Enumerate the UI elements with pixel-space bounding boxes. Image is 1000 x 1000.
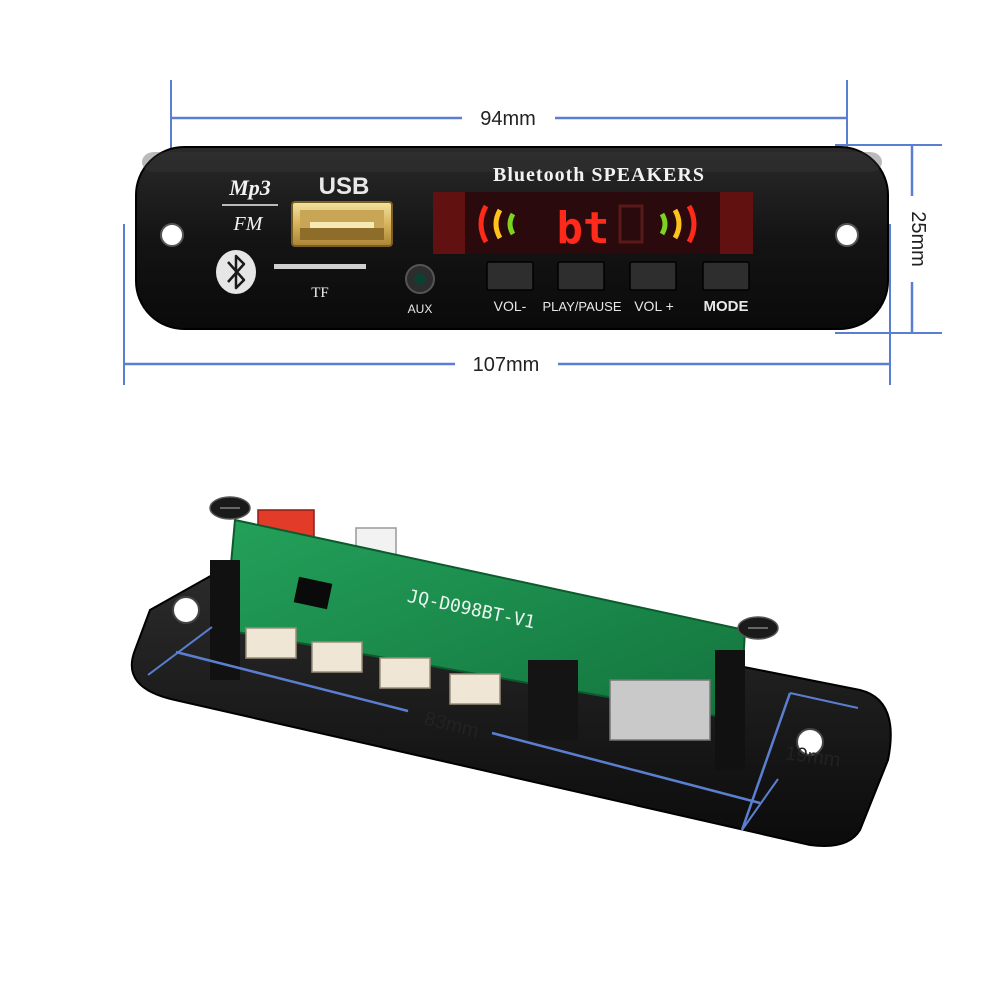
- signal-left-icon: [478, 204, 516, 244]
- screw-right: [737, 616, 779, 640]
- panel-title: Bluetooth SPEAKERS: [493, 164, 705, 186]
- signal-right-icon: [659, 204, 697, 244]
- base-hole-left: [172, 596, 200, 624]
- led-display: bt: [433, 192, 753, 254]
- pin-headers: [245, 627, 501, 705]
- aux-label: AUX: [408, 302, 433, 316]
- chip: [293, 576, 333, 610]
- play-pause-button[interactable]: [557, 261, 605, 291]
- dimension-107mm: 107mm: [123, 224, 891, 385]
- riser-left: [210, 560, 240, 680]
- dimension-94mm: 94mm: [170, 80, 848, 148]
- mp3-fm-logo: Mp3 FM: [222, 175, 278, 235]
- aux-jack: AUX: [405, 264, 435, 316]
- vol-down-label: VOL-: [494, 298, 527, 314]
- display-readout: bt: [557, 203, 610, 254]
- vol-up-label: VOL +: [634, 298, 674, 314]
- dimension-25mm: 25mm: [835, 144, 942, 334]
- screw-left: [209, 496, 251, 520]
- board-side-view: JQ-D098BT-V1 83mm 19mm: [130, 496, 892, 847]
- dimension-label-94: 94mm: [480, 108, 536, 130]
- riser-right: [715, 650, 745, 770]
- play-pause-label: PLAY/PAUSE: [543, 299, 622, 314]
- tf-card-slot: TF: [274, 264, 366, 301]
- mode-button[interactable]: [702, 261, 750, 291]
- dimension-label-107: 107mm: [473, 354, 540, 376]
- tf-slot-module: [609, 679, 711, 741]
- front-panel-view: 94mm 107mm 25mm Mp3 FM: [123, 80, 942, 385]
- panel-buttons: VOL- PLAY/PAUSE VOL + MODE: [486, 261, 750, 315]
- usb-port: [291, 201, 393, 247]
- usb-label: USB: [319, 173, 370, 200]
- mounting-hole-left: [160, 223, 184, 247]
- tf-label: TF: [311, 285, 329, 301]
- dimension-83mm: 83mm: [147, 626, 779, 831]
- base-hole-right: [796, 728, 824, 756]
- bluetooth-icon: [216, 250, 256, 294]
- vol-down-button[interactable]: [486, 261, 534, 291]
- svg-text:FM: FM: [233, 213, 264, 235]
- vol-up-button[interactable]: [629, 261, 677, 291]
- mode-label: MODE: [704, 298, 749, 315]
- svg-text:Mp3: Mp3: [228, 175, 271, 200]
- mounting-hole-right: [835, 223, 859, 247]
- dimension-label-25: 25mm: [907, 211, 929, 267]
- aux-jack-module: [528, 660, 578, 740]
